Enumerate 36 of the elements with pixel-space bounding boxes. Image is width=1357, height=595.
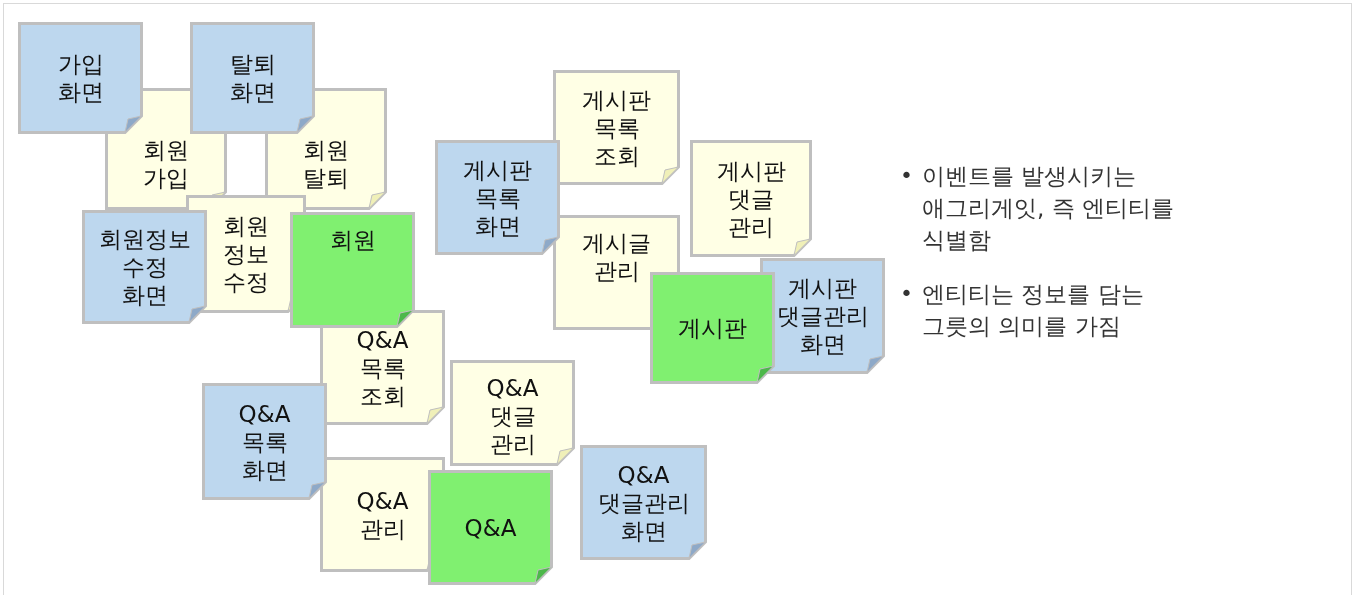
sticky-note bbox=[202, 383, 327, 500]
bullet-text: 이벤트를 발생시키는 애그리게잇, 즉 엔티티를 식별함 bbox=[922, 162, 1175, 255]
note-text: 가입 화면 bbox=[57, 50, 104, 106]
note-text: 회원 정보 수정 bbox=[223, 212, 269, 296]
sticky-note bbox=[190, 22, 315, 134]
sticky-note bbox=[650, 272, 775, 384]
note-text: Q&A 목록 화면 bbox=[238, 399, 291, 484]
bullet: • bbox=[900, 280, 914, 308]
sticky-note bbox=[690, 140, 812, 257]
sticky-note bbox=[553, 70, 680, 185]
bullet-text: 엔티티는 정보를 담는 그릇의 의미를 가짐 bbox=[922, 280, 1145, 341]
note-text: 회원 bbox=[329, 226, 376, 254]
note-text: 게시판 댓글관리 화면 bbox=[776, 274, 869, 358]
note-text: Q&A 댓글 관리 bbox=[486, 374, 539, 458]
sticky-note bbox=[580, 445, 707, 560]
note-text: Q&A bbox=[464, 513, 517, 542]
note-text: 회원정보 수정 화면 bbox=[98, 225, 191, 309]
note-text: Q&A 관리 bbox=[356, 486, 409, 543]
note-text: Q&A 목록 조회 bbox=[356, 325, 409, 410]
sticky-note bbox=[760, 258, 885, 374]
sticky-note bbox=[435, 140, 560, 255]
note-text: Q&A 댓글관리 화면 bbox=[597, 460, 690, 545]
note-text: 탈퇴 화면 bbox=[229, 50, 276, 106]
sticky-note bbox=[290, 212, 415, 328]
note-text: 게시판 목록 화면 bbox=[463, 155, 532, 240]
sticky-note bbox=[450, 360, 575, 466]
note-text: 게시글 관리 bbox=[582, 229, 651, 285]
sticky-note bbox=[18, 22, 143, 134]
sticky-note bbox=[82, 210, 207, 324]
bullet: • bbox=[900, 162, 914, 190]
note-text: 게시판 bbox=[678, 314, 747, 342]
note-text: 게시판 댓글 관리 bbox=[716, 156, 786, 241]
sticky-note bbox=[428, 470, 553, 585]
note-text: 회원 탈퇴 bbox=[303, 136, 349, 192]
note-text: 게시판 목록 조회 bbox=[582, 85, 651, 170]
note-text: 회원 가입 bbox=[143, 136, 189, 192]
